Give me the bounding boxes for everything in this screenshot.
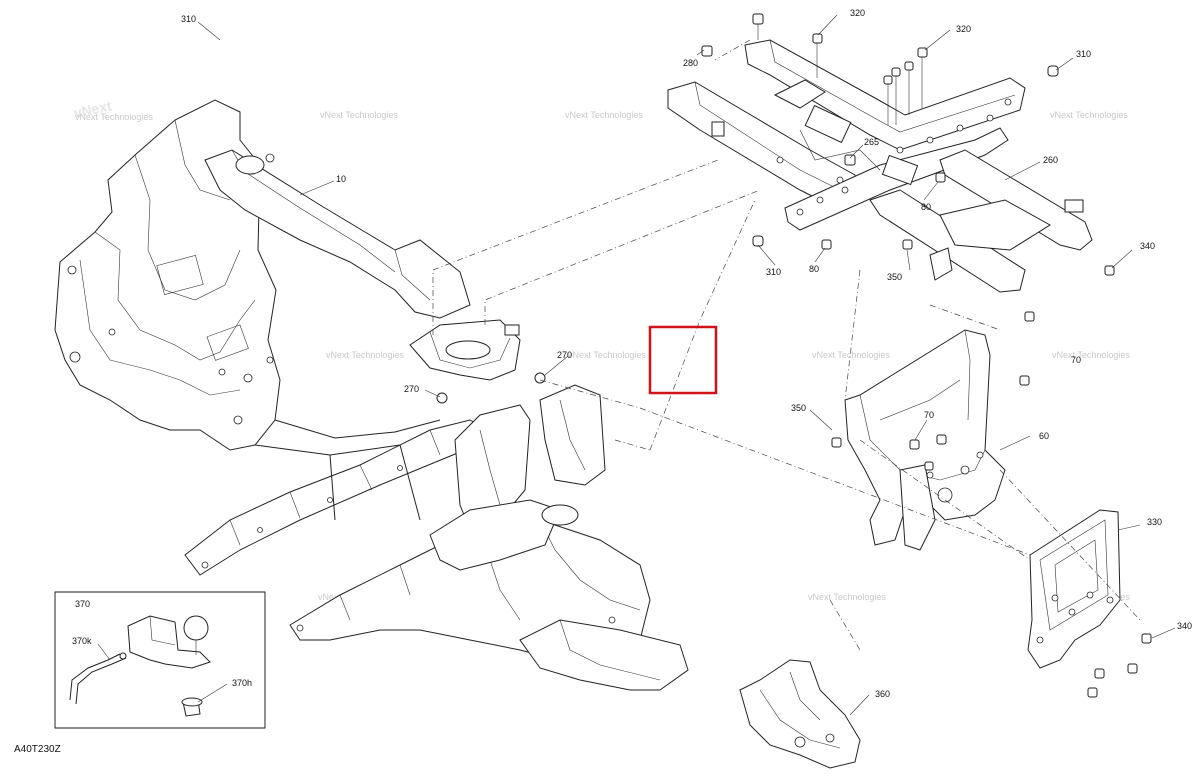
rear-subframe <box>667 13 1115 386</box>
callout-60: 60 <box>1039 431 1049 441</box>
callout-270: 270 <box>404 384 419 394</box>
watermark: vNext Technologies <box>568 350 646 360</box>
bracket-assembly <box>831 329 1006 551</box>
callout-340: 340 <box>1140 241 1155 251</box>
callout-330: 330 <box>1147 517 1162 527</box>
callout-320: 320 <box>850 8 865 18</box>
callout-310: 310 <box>181 14 196 24</box>
callout-80: 80 <box>921 202 931 212</box>
callout-10: 10 <box>336 174 346 184</box>
callout-370k: 370k <box>72 636 92 646</box>
callouts: 310 320 320 280 310 10 265 260 80 310 80… <box>72 8 1192 699</box>
callout-70: 70 <box>1071 355 1081 365</box>
callout-360: 360 <box>875 689 890 699</box>
callout-350: 350 <box>887 272 902 282</box>
callout-350: 350 <box>791 403 806 413</box>
callout-310: 310 <box>1076 49 1091 59</box>
reference-code: A40T230Z <box>14 744 61 755</box>
callout-70: 70 <box>924 410 934 420</box>
callout-80: 80 <box>809 264 819 274</box>
callout-265: 265 <box>864 137 879 147</box>
callout-340: 340 <box>1177 621 1192 631</box>
callout-310: 310 <box>766 267 781 277</box>
callout-260: 260 <box>1043 155 1058 165</box>
highlight-box <box>648 325 718 395</box>
watermark: vNext Technologies <box>812 350 890 360</box>
callout-370h: 370h <box>232 678 252 688</box>
callout-270: 270 <box>557 350 572 360</box>
watermark: vNext Technologies <box>808 592 886 602</box>
watermark: vNext Technologies <box>1050 110 1128 120</box>
alignment-lines <box>432 39 1141 651</box>
watermark: vNext Technologies <box>75 112 153 122</box>
callout-leaders <box>97 14 1176 716</box>
skid-plate <box>1027 509 1152 698</box>
callout-370: 370 <box>75 599 90 609</box>
hitch-inset <box>54 591 266 729</box>
watermark-logo: vNext <box>72 97 113 121</box>
watermark: vNext Technologies <box>326 350 404 360</box>
main-frame <box>54 99 689 691</box>
callout-280: 280 <box>683 58 698 68</box>
watermark: vNext Technologies <box>320 110 398 120</box>
watermark: vNext Technologies <box>565 110 643 120</box>
watermark: vNext Technologies <box>1052 350 1130 360</box>
callout-320: 320 <box>956 24 971 34</box>
mount-bracket <box>739 659 861 769</box>
